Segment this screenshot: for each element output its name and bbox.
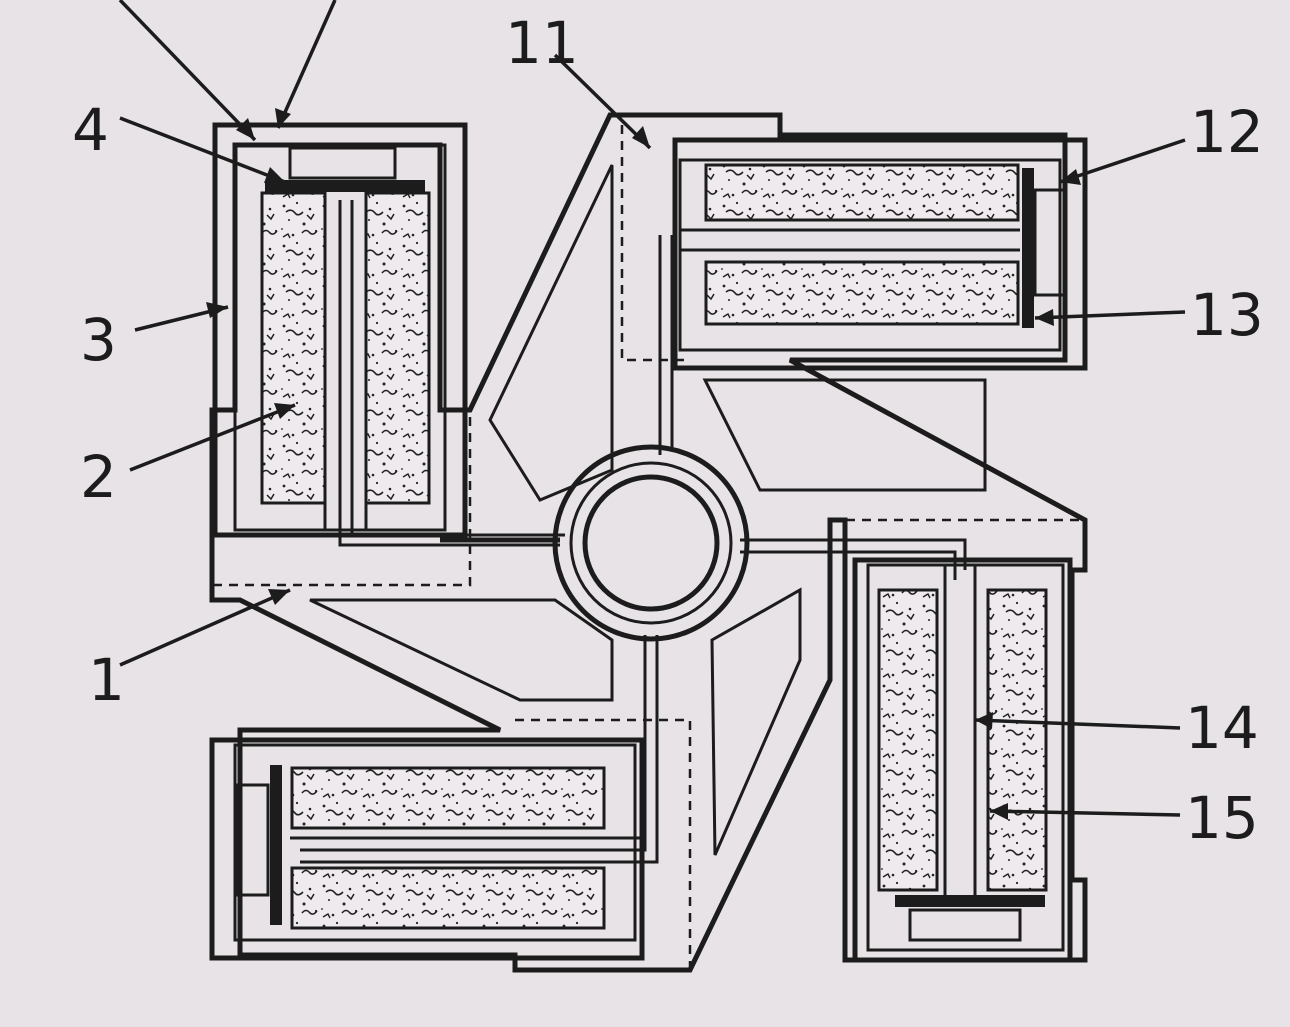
label-13: 13 [1190, 281, 1264, 349]
label-3: 3 [80, 306, 117, 374]
cylinder-bottom-right [852, 557, 1073, 963]
label-12: 12 [1190, 98, 1264, 166]
label-1: 1 [88, 646, 125, 714]
passages [300, 200, 967, 864]
leader-arrows [118, 0, 1186, 820]
dashed-outlines [210, 125, 1085, 970]
central-casting [209, 112, 1088, 973]
label-11: 11 [505, 9, 579, 77]
label-14: 14 [1185, 694, 1259, 762]
cylinder-bottom-left [209, 737, 645, 961]
label-2: 2 [80, 443, 117, 511]
cylinder-top-right [672, 137, 1088, 371]
label-4: 4 [72, 96, 109, 164]
part-labels: 4 3 2 1 11 12 13 14 15 [72, 9, 1264, 852]
central-shaft [552, 444, 750, 642]
label-15: 15 [1185, 784, 1259, 852]
cylinder-top-left [212, 122, 468, 538]
